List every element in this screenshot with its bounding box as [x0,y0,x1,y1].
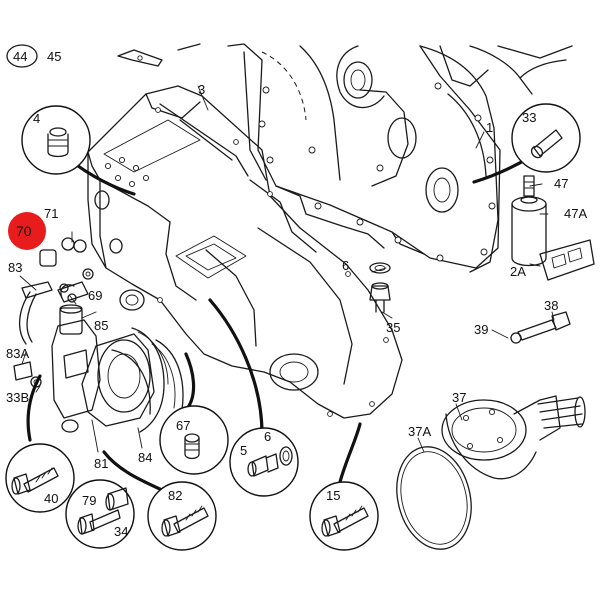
callout-70: 70 [16,223,32,239]
detail-circle-15 [309,481,379,551]
engine-block-housing [227,43,573,273]
callout-33: 33 [522,110,536,125]
callout-39: 39 [474,322,488,337]
callout-6-bottom: 6 [264,429,271,444]
callout-34: 34 [114,524,128,539]
callout-83a: 83A [6,346,29,361]
callout-35: 35 [386,320,400,335]
page-ref-label: 44 [13,49,27,64]
detail-circle-40 [5,443,75,513]
header: 44 45 [6,44,61,68]
callout-33b: 33B [6,390,29,405]
callout-3: 3 [198,82,205,97]
callout-71: 71 [44,206,58,221]
pto-hub [396,395,586,550]
callout-labels: 1 3 4 33 47 47A 2A 6 35 38 39 37 37A 15 … [6,82,587,539]
callout-83: 83 [8,260,22,275]
callout-37: 37 [452,390,466,405]
pump-assembly [13,237,169,433]
timing-cover [87,85,403,419]
callout-37a: 37A [408,424,431,439]
callout-67: 67 [176,418,190,433]
callout-38: 38 [544,298,558,313]
detail-circle-79-34 [65,479,135,549]
callout-69: 69 [88,288,102,303]
callout-15: 15 [326,488,340,503]
callout-85: 85 [94,318,108,333]
filter-assembly [511,175,595,281]
callout-1: 1 [486,120,493,135]
callout-84: 84 [138,450,152,465]
bolt-38 [510,311,571,344]
callout-6-top: 6 [342,258,349,273]
callout-4: 4 [33,111,40,126]
leaders [26,148,534,492]
callout-81: 81 [94,456,108,471]
detail-circle-33 [511,103,581,173]
top-bracket [117,43,201,67]
label-leaders [19,85,555,463]
callout-82: 82 [168,488,182,503]
sheet-ref-label: 45 [47,49,61,64]
callout-79: 79 [82,493,96,508]
callout-40: 40 [44,491,58,506]
highlight-marker [8,212,46,250]
callout-47a: 47A [564,206,587,221]
detail-circle-67 [159,405,229,475]
bolt-6-35 [369,262,391,313]
page-ref-oval [6,44,38,68]
callout-5: 5 [240,443,247,458]
detail-circle-4 [21,105,91,175]
callout-47: 47 [554,176,568,191]
callout-2a: 2A [510,264,526,279]
detail-circle-82 [147,481,217,551]
detail-circle-5-6 [229,427,299,497]
